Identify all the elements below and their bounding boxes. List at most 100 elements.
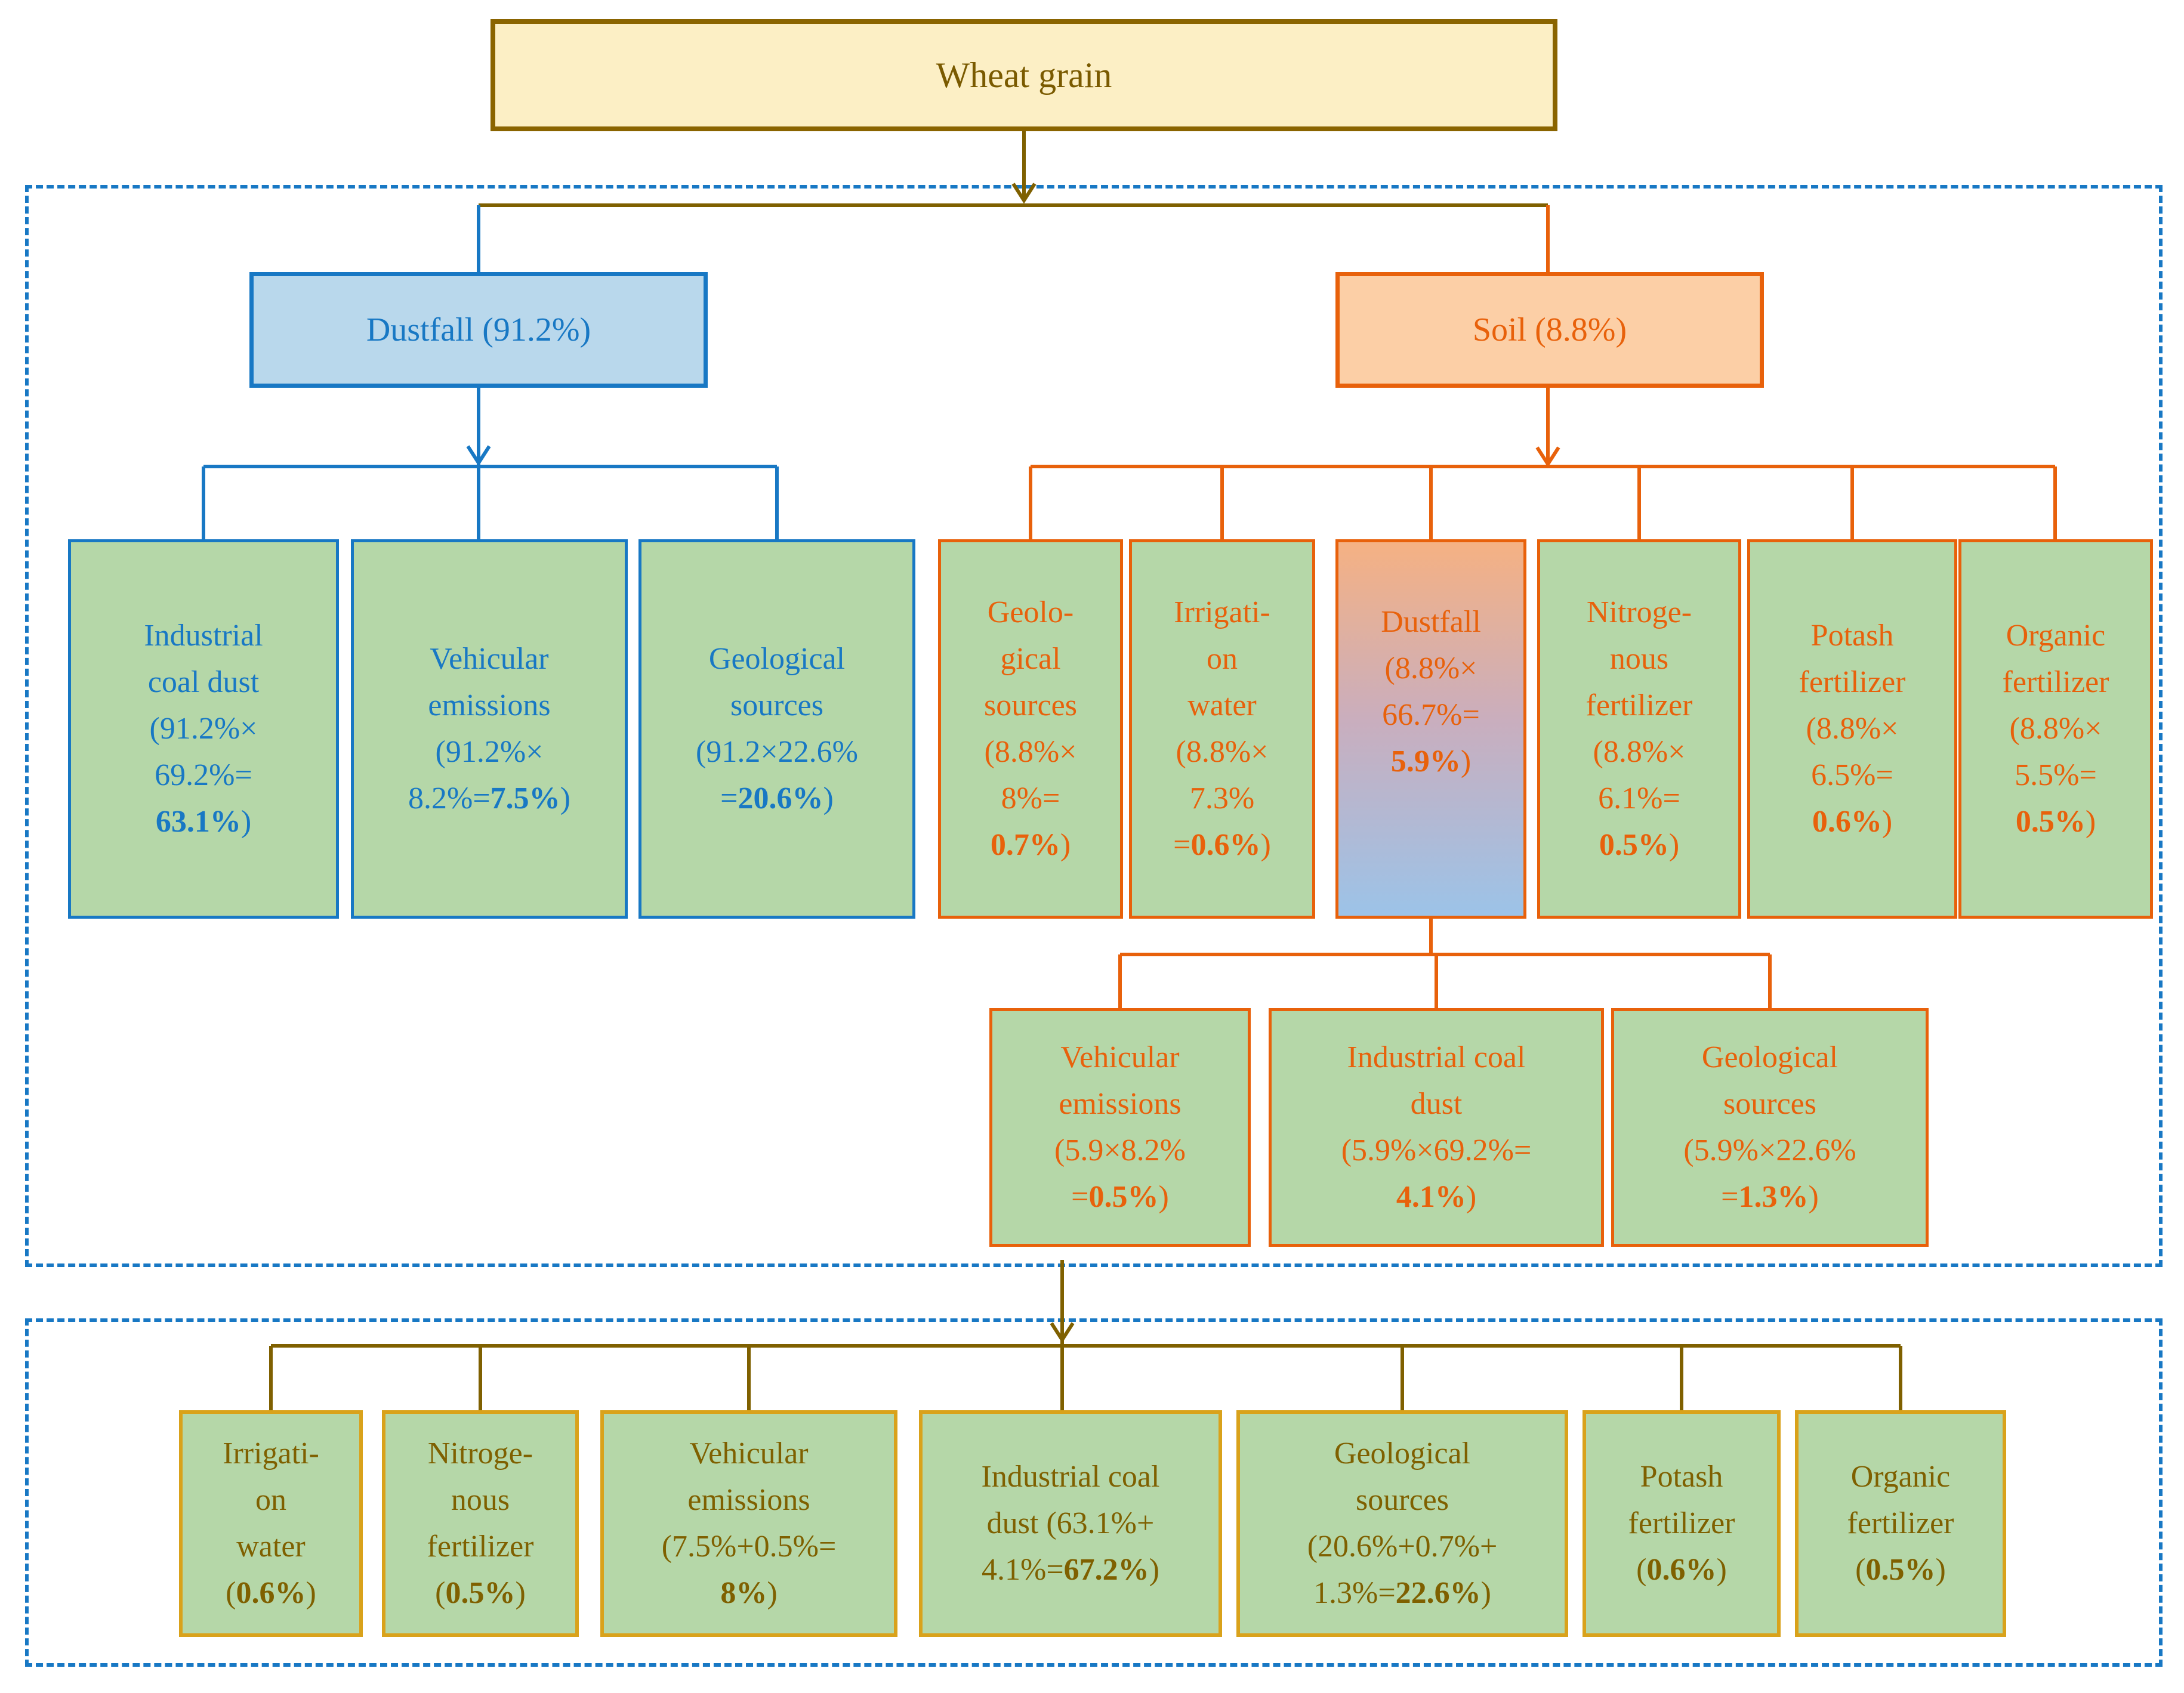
node-line: 5.5%=	[2015, 758, 2097, 792]
node-line: =20.6%)	[720, 781, 834, 815]
node-line: 4.1%=67.2%)	[982, 1553, 1159, 1587]
arrowhead-soil	[1535, 446, 1560, 468]
connector-totals	[269, 1260, 1902, 1410]
node-line: emissions	[687, 1483, 810, 1517]
node-line: (5.9×8.2%	[1054, 1133, 1186, 1167]
node-line: Geological	[1334, 1436, 1471, 1470]
node-line: 1.3%=22.6%)	[1313, 1576, 1491, 1610]
node-line: Dustfall	[1381, 605, 1481, 639]
node-line: dust (63.1%+	[986, 1506, 1155, 1540]
node-line: (8.8%×	[1806, 712, 1899, 746]
node-geological-sources: Geological sources (91.2×22.6% =20.6%)	[638, 539, 915, 919]
node-line: 6.1%=	[1598, 781, 1680, 815]
node-line: (91.2×22.6%	[696, 735, 858, 769]
node-line: =1.3%)	[1721, 1180, 1819, 1214]
node-geological-sources: Geolo-gical sources (8.8%× 8%= 0.7%)	[938, 539, 1123, 919]
node-line: 8%)	[720, 1576, 778, 1610]
node-line: (8.8%×	[1176, 735, 1269, 769]
node-line: water	[1187, 688, 1257, 722]
node-line: Geolo-	[987, 595, 1074, 629]
node-line: =0.5%)	[1071, 1180, 1169, 1214]
node-line: 69.2%=	[155, 758, 252, 792]
node-line: fertilizer	[1628, 1506, 1735, 1540]
node-line: 7.3%	[1189, 781, 1255, 815]
node-line: (5.9%×22.6%	[1683, 1133, 1856, 1167]
node-line: Vehicular	[689, 1436, 809, 1470]
node-irrigation-water: Irrigati-on water (8.8%× 7.3% =0.6%)	[1129, 539, 1315, 919]
node-line: 8.2%=7.5%)	[408, 781, 570, 815]
node-line: (91.2%×	[149, 712, 258, 746]
node-line: Nitroge-	[1586, 595, 1692, 629]
node-line: (0.5%)	[1855, 1553, 1946, 1587]
arrowhead-totals	[1050, 1322, 1075, 1343]
node-line: sources	[1356, 1483, 1449, 1517]
node-line: Geological	[1701, 1040, 1838, 1074]
node-line: Vehicular	[1060, 1040, 1180, 1074]
node-line: fertilizer	[1847, 1506, 1954, 1540]
node-line: Irrigati-	[223, 1436, 319, 1470]
connector-dustfall-branch	[202, 205, 779, 539]
node-line: 0.5%)	[2015, 805, 2096, 839]
node-line: sources	[984, 688, 1077, 722]
node-geological-sources: Geological sources (5.9%×22.6% =1.3%)	[1611, 1008, 1929, 1247]
soil-branch-box: Soil (8.8%)	[1335, 272, 1764, 388]
node-line: Geological	[708, 642, 846, 676]
node-line: 5.9%)	[1390, 744, 1472, 778]
node-line: Potash	[1640, 1460, 1723, 1494]
node-potash-fertilizer: Potash fertilizer (8.8%× 6.5%= 0.6%)	[1747, 539, 1957, 919]
node-line: (8.8%×	[984, 735, 1077, 769]
node-line: (7.5%+0.5%=	[661, 1530, 837, 1564]
node-line: (8.8%×	[2009, 712, 2102, 746]
node-line: fertilizer	[2002, 665, 2109, 699]
node-line: Nitroge-	[427, 1436, 533, 1470]
sources-dashed-region	[25, 185, 2163, 1267]
connector-root-to-branches	[479, 131, 1548, 207]
node-line: fertilizer	[1799, 665, 1906, 699]
node-line: 0.6%)	[1812, 805, 1893, 839]
node-line: 8%=	[1001, 781, 1060, 815]
dustfall-branch-label: Dustfall (91.2%)	[366, 311, 591, 348]
connector-soil-branch	[1029, 205, 2057, 539]
node-line: coal dust	[147, 665, 260, 699]
node-line: 4.1%)	[1396, 1180, 1477, 1214]
node-line: emissions	[1059, 1087, 1182, 1121]
arrowhead-dustfall	[466, 445, 491, 466]
node-line: 0.7%)	[990, 828, 1071, 862]
node-line: Vehicular	[430, 642, 549, 676]
node-line: fertilizer	[1585, 688, 1693, 722]
node-line: emissions	[428, 688, 551, 722]
node-line: (0.6%)	[226, 1576, 316, 1610]
node-line: gical	[1000, 642, 1061, 676]
node-line: Industrial coal	[981, 1460, 1160, 1494]
node-line: Irrigati-	[1174, 595, 1270, 629]
node-line: on	[1207, 642, 1238, 676]
node-line: (91.2%×	[435, 735, 544, 769]
node-line: 0.5%)	[1599, 828, 1680, 862]
connector-soil-dustfall-subbranch	[1118, 919, 1772, 1008]
node-line: Potash	[1810, 619, 1894, 653]
node-line: dust	[1410, 1087, 1463, 1121]
node-line: sources	[1723, 1087, 1816, 1121]
node-line: (20.6%+0.7%+	[1307, 1530, 1498, 1564]
node-line: 63.1%)	[155, 805, 252, 839]
node-line: sources	[730, 688, 823, 722]
dustfall-branch-box: Dustfall (91.2%)	[249, 272, 708, 388]
node-line: nous	[451, 1483, 510, 1517]
node-vehicular-emissions: Vehicular emissions (7.5%+0.5%= 8%)	[600, 1410, 897, 1637]
node-industrial-coal-dust: Industrial coal dust (63.1%+ 4.1%=67.2%)	[919, 1410, 1222, 1637]
node-line: Industrial	[144, 619, 263, 653]
node-line: water	[236, 1530, 306, 1564]
node-line: (0.5%)	[435, 1576, 526, 1610]
node-line: 6.5%=	[1811, 758, 1893, 792]
node-line: =0.6%)	[1173, 828, 1271, 862]
node-industrial-coal-dust: Industrial coal dust (91.2%× 69.2%= 63.1%)	[68, 539, 339, 919]
wheat-grain-box: Wheat grain	[491, 19, 1557, 131]
node-line: Industrial coal	[1347, 1040, 1526, 1074]
node-line: (8.8%×	[1593, 735, 1686, 769]
